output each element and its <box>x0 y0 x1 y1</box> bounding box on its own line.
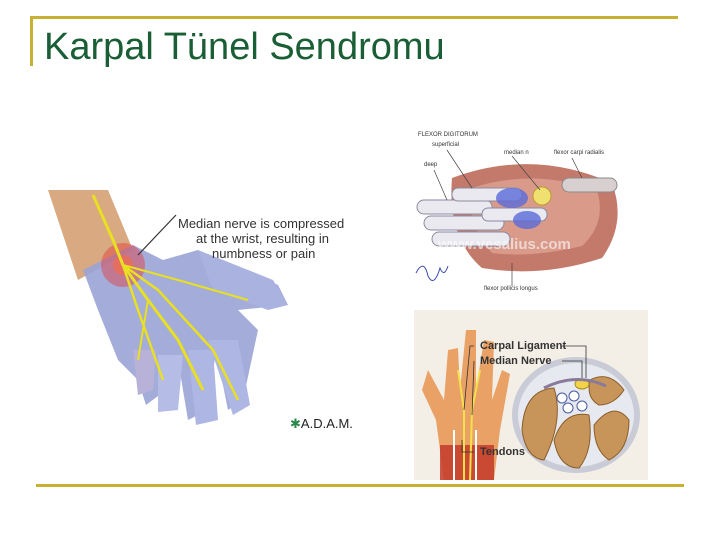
label-median-n: median n <box>504 150 529 156</box>
vesalius-watermark: www.vesalius.com <box>438 236 571 253</box>
frame-bottom-rule <box>36 484 684 487</box>
hand-caption-line1: Median nerve is compressed <box>178 216 344 231</box>
adam-logo-text: A.D.A.M. <box>301 416 353 431</box>
label-deep: deep <box>424 162 437 168</box>
hand-illustration: Median nerve is compressed at the wrist,… <box>38 190 368 440</box>
hand-caption-line3: numbness or pain <box>212 246 315 261</box>
label-carpal-ligament: Carpal Ligament <box>480 340 566 352</box>
adam-logo-mark: ✱ <box>290 416 301 431</box>
label-tendons: Tendons <box>480 446 525 458</box>
label-superficial: superficial <box>432 142 459 148</box>
frame-top-rule <box>30 16 678 19</box>
hand-caption-line2: at the wrist, resulting in <box>196 231 329 246</box>
wrist-drawing <box>414 310 648 480</box>
adam-logo: ✱A.D.A.M. <box>290 416 353 432</box>
wrist-diagram: Carpal Ligament Median Nerve Tendons <box>414 310 648 480</box>
label-flexor-digitorum: FLEXOR DIGITORUM <box>418 132 478 138</box>
frame-left-rule <box>30 16 33 66</box>
label-flexor-carpi-radialis: flexor carpi radialis <box>554 150 604 156</box>
label-median-nerve: Median Nerve <box>480 355 552 367</box>
slide-title: Karpal Tünel Sendromu <box>44 28 445 66</box>
tendon-cross-section: FLEXOR DIGITORUM superficial median n fl… <box>412 128 640 300</box>
label-flexor-pollicis-longus: flexor pollicis longus <box>484 286 538 292</box>
